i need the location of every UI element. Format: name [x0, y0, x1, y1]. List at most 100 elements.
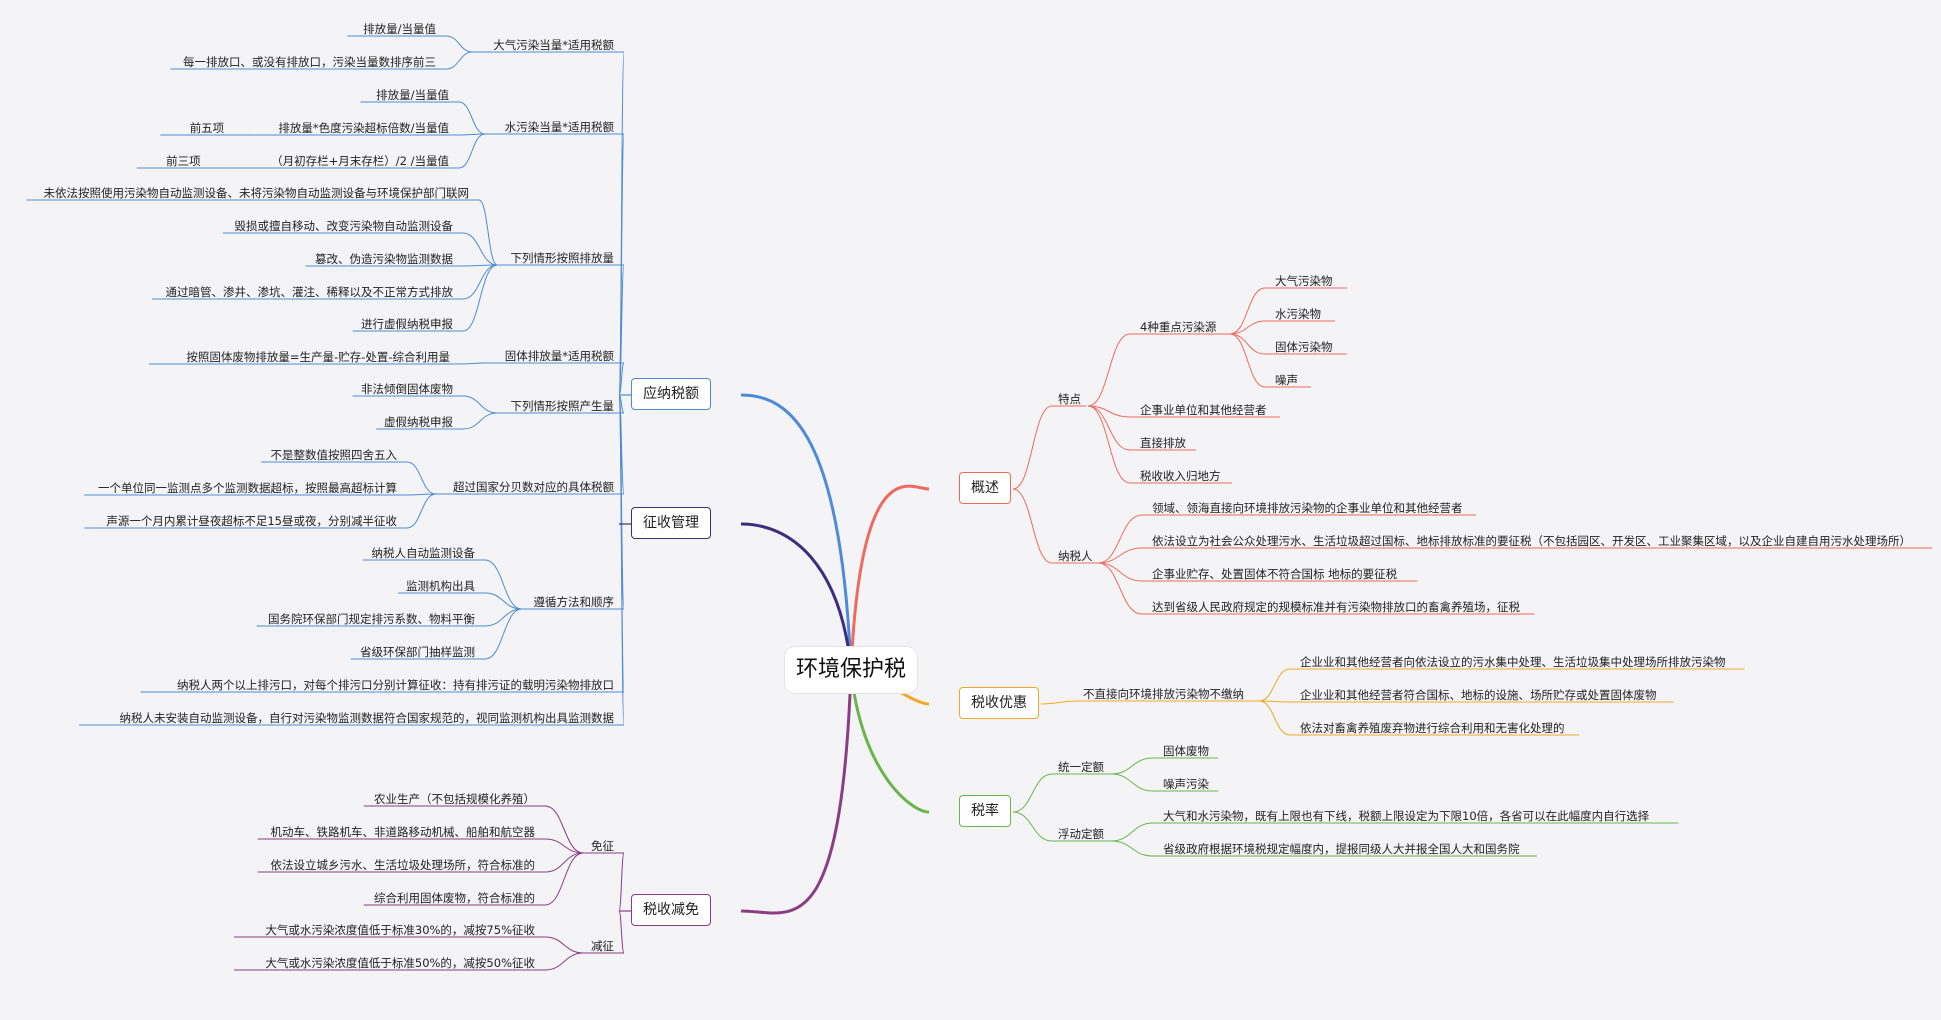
- leaf-node[interactable]: 领域、领海直接向环境排放污染物的企事业单位和其他经营者: [1152, 501, 1463, 515]
- subtopic[interactable]: 特点: [1058, 392, 1081, 406]
- connector: [1259, 700, 1291, 736]
- leaf-node[interactable]: 大气污染物: [1275, 274, 1333, 288]
- branch-zhengshou[interactable]: 征收管理: [631, 507, 711, 539]
- leaf-note[interactable]: 前五项: [189, 121, 225, 135]
- connector: [1087, 405, 1131, 451]
- branch-gaishu[interactable]: 概述: [959, 472, 1011, 504]
- connector: [484, 608, 522, 627]
- leaf-node[interactable]: 进行虚假纳税申报: [361, 317, 453, 331]
- leaf-node[interactable]: 企业业和其他经营者向依法设立的污水集中处理、生活垃圾集中处理场所排放污染物: [1300, 655, 1726, 669]
- connector: [1012, 405, 1053, 490]
- leaf-node[interactable]: 固体污染物: [1275, 340, 1333, 354]
- connector: [458, 133, 486, 136]
- connector: [740, 522, 853, 671]
- subtopic[interactable]: 浮动定额: [1058, 827, 1104, 841]
- connector: [740, 393, 853, 671]
- leaf-node[interactable]: 水污染物: [1275, 307, 1321, 321]
- subtopic[interactable]: 统一定额: [1058, 760, 1104, 774]
- leaf-node[interactable]: 大气或水污染浓度值低于标准50%的，减按50%征收: [265, 956, 535, 970]
- subtopic[interactable]: 遵循方法和顺序: [533, 595, 615, 609]
- leaf-node[interactable]: 声源一个月内累计昼夜超标不足15昼或夜，分别减半征收: [106, 514, 397, 528]
- leaf-node[interactable]: 按照固体废物排放量=生产量-贮存-处置-综合利用量: [186, 350, 450, 364]
- leaf-node[interactable]: 排放量/当量值: [363, 22, 436, 36]
- leaf-node[interactable]: 虚假纳税申报: [384, 415, 453, 429]
- connector: [618, 852, 625, 912]
- branch-jianmian[interactable]: 税收减免: [631, 894, 711, 926]
- leaf-node[interactable]: 未依法按照使用污染物自动监测设备、未将污染物自动监测设备与环境保护部门联网: [43, 186, 470, 200]
- connector: [1097, 514, 1143, 564]
- leaf-node[interactable]: 通过暗管、渗井、渗坑、灌注、稀释以及不正常方式排放: [165, 285, 454, 299]
- leaf-node[interactable]: 税收收入归地方: [1140, 469, 1221, 483]
- leaf-node[interactable]: 不是整数值按照四舍五入: [270, 448, 398, 462]
- leaf-node[interactable]: 综合利用固体废物，符合标准的: [374, 891, 535, 905]
- connector: [1012, 773, 1053, 813]
- connector: [618, 264, 625, 396]
- subtopic[interactable]: 不直接向环境排放污染物不缴纳: [1083, 687, 1244, 701]
- connector: [1040, 700, 1078, 705]
- connector: [1087, 333, 1131, 407]
- leaf-node[interactable]: 篡改、伪造污染物监测数据: [315, 252, 453, 266]
- subtopic[interactable]: 固体排放量*适用税额: [504, 349, 614, 363]
- connector: [1229, 287, 1266, 335]
- branch-youhui[interactable]: 税收优惠: [959, 687, 1039, 719]
- connector: [458, 101, 486, 135]
- leaf-node[interactable]: 每一排放口、或没有排放口，污染当量数排序前三: [183, 55, 436, 69]
- subtopic[interactable]: 纳税人未安装自动监测设备，自行对污染物监测数据符合国家规范的，视同监测机构出具监…: [119, 711, 615, 725]
- subtopic[interactable]: 超过国家分贝数对应的具体税额: [453, 480, 614, 494]
- leaf-node[interactable]: 排放量/当量值: [376, 88, 449, 102]
- subtopic[interactable]: 4种重点污染源: [1140, 320, 1217, 334]
- connector: [462, 264, 498, 332]
- subtopic[interactable]: 下列情形按照排放量: [510, 251, 615, 265]
- root-topic[interactable]: 环境保护税: [785, 647, 917, 693]
- connector: [1229, 333, 1266, 388]
- connector: [1111, 773, 1154, 792]
- leaf-node[interactable]: 监测机构出具: [406, 579, 475, 593]
- branch-shuilv[interactable]: 税率: [959, 795, 1011, 827]
- connector: [406, 493, 436, 496]
- leaf-node[interactable]: 企业业和其他经营者符合国标、地标的设施、场所贮存或处置固体废物: [1300, 688, 1657, 702]
- connector: [484, 608, 522, 660]
- subtopic[interactable]: 下列情形按照产生量: [510, 399, 615, 413]
- leaf-node[interactable]: 农业生产（不包括规模化养殖）: [374, 792, 535, 806]
- leaf-node[interactable]: 机动车、铁路机车、非道路移动机械、船舶和航空器: [270, 825, 536, 839]
- leaf-node[interactable]: 国务院环保部门规定排污系数、物料平衡: [268, 612, 475, 626]
- leaf-node[interactable]: 大气和水污染物，既有上限也有下线，税额上限设定为下限10倍，各省可以在此幅度内自…: [1163, 809, 1650, 823]
- connector: [445, 51, 473, 70]
- connector: [544, 838, 584, 854]
- leaf-node[interactable]: 一个单位同一监测点多个监测数据超标，按照最高超标计算: [98, 481, 397, 495]
- connector: [544, 952, 584, 971]
- leaf-note[interactable]: 前三项: [166, 154, 201, 168]
- leaf-node[interactable]: 噪声污染: [1163, 777, 1209, 791]
- subtopic[interactable]: 纳税人: [1058, 549, 1093, 563]
- leaf-node[interactable]: 非法倾倒固体废物: [361, 382, 453, 396]
- leaf-node[interactable]: 纳税人自动监测设备: [371, 546, 476, 560]
- leaf-node[interactable]: 省级政府根据环境税规定幅度内，提报同级人大并报全国人大和国务院: [1163, 842, 1520, 856]
- subtopic[interactable]: 纳税人两个以上排污口，对每个排污口分别计算征收：持有排污证的载明污染物排放口: [177, 678, 614, 692]
- leaf-node[interactable]: 依法设立城乡污水、生活垃圾处理场所，符合标准的: [270, 858, 536, 872]
- leaf-node[interactable]: 省级环保部门抽样监测: [360, 645, 475, 659]
- leaf-node[interactable]: 固体废物: [1163, 744, 1209, 758]
- connector: [478, 199, 498, 266]
- leaf-node[interactable]: 排放量*色度污染超标倍数/当量值: [278, 121, 449, 135]
- leaf-node[interactable]: 毁损或擅自移动、改变污染物自动监测设备: [234, 219, 454, 233]
- subtopic[interactable]: 大气污染当量*适用税额: [493, 38, 614, 52]
- branch-yingna[interactable]: 应纳税额: [631, 378, 711, 410]
- connector: [1229, 320, 1266, 335]
- connector: [544, 852, 584, 873]
- connector: [445, 35, 473, 53]
- connector: [618, 394, 625, 726]
- leaf-node[interactable]: 依法对畜禽养殖废弃物进行综合利用和无害化处理的: [1300, 721, 1565, 735]
- leaf-node[interactable]: 大气或水污染浓度值低于标准30%的，减按75%征收: [265, 923, 535, 937]
- leaf-node[interactable]: 噪声: [1275, 373, 1298, 387]
- subtopic[interactable]: 免征: [591, 839, 614, 853]
- leaf-node[interactable]: 达到省级人民政府规定的规模标准并有污染物排放口的畜禽养殖场，征税: [1152, 600, 1520, 614]
- subtopic[interactable]: 水污染当量*适用税额: [504, 120, 614, 134]
- connector: [1259, 700, 1291, 703]
- connector: [1087, 405, 1131, 484]
- subtopic[interactable]: 减征: [591, 939, 614, 953]
- leaf-node[interactable]: （月初存栏+月末存栏）/2 /当量值: [271, 154, 449, 168]
- leaf-node[interactable]: 企事业贮存、处置固体不符合国标 地标的要征税: [1152, 567, 1398, 581]
- leaf-node[interactable]: 直接排放: [1140, 436, 1186, 450]
- leaf-node[interactable]: 企事业单位和其他经营者: [1140, 403, 1267, 417]
- leaf-node[interactable]: 依法设立为社会公众处理污水、生活垃圾超过国标、地标排放标准的要征税（不包括园区、…: [1152, 534, 1911, 548]
